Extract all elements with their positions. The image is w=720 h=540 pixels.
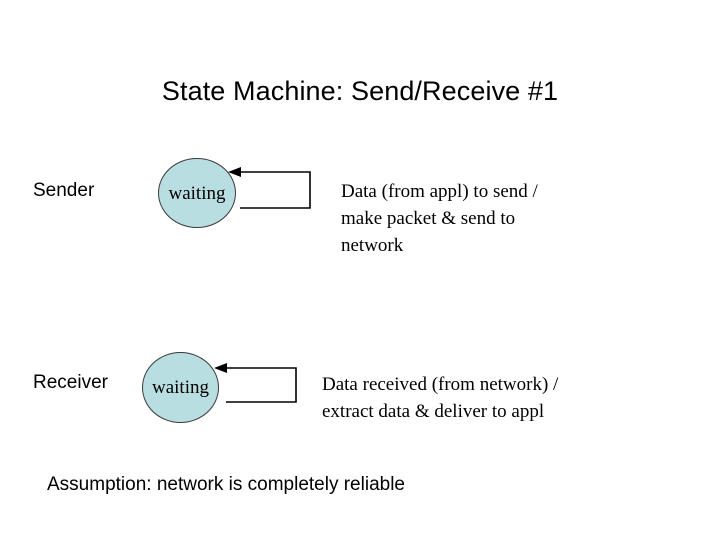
- receiver-transition-label: Data received (from network) / extract d…: [322, 372, 652, 426]
- receiver-transition-line-2: extract data & deliver to appl: [322, 400, 545, 422]
- sender-transition-line-3: network: [341, 234, 404, 256]
- receiver-state-label: waiting: [152, 377, 209, 398]
- sender-role-label: Sender: [33, 180, 95, 201]
- sender-transition-label: Data (from appl) to send / make packet &…: [341, 179, 631, 260]
- sender-transition-line-2: make packet & send to: [341, 207, 516, 229]
- receiver-waiting-state-node: waiting: [142, 352, 219, 423]
- receiver-transition-line-1: Data received (from network) /: [322, 374, 559, 395]
- sender-waiting-state-node: waiting: [158, 158, 236, 228]
- sender-transition-line-1: Data (from appl) to send /: [341, 181, 538, 202]
- sender-state-label: waiting: [168, 182, 226, 204]
- sender-self-loop-arrow: [228, 167, 311, 209]
- page-title: State Machine: Send/Receive #1: [161, 76, 559, 106]
- receiver-role-label: Receiver: [33, 372, 108, 393]
- receiver-self-loop-arrow: [214, 363, 297, 403]
- assumption-note: Assumption: network is completely reliab…: [47, 474, 405, 495]
